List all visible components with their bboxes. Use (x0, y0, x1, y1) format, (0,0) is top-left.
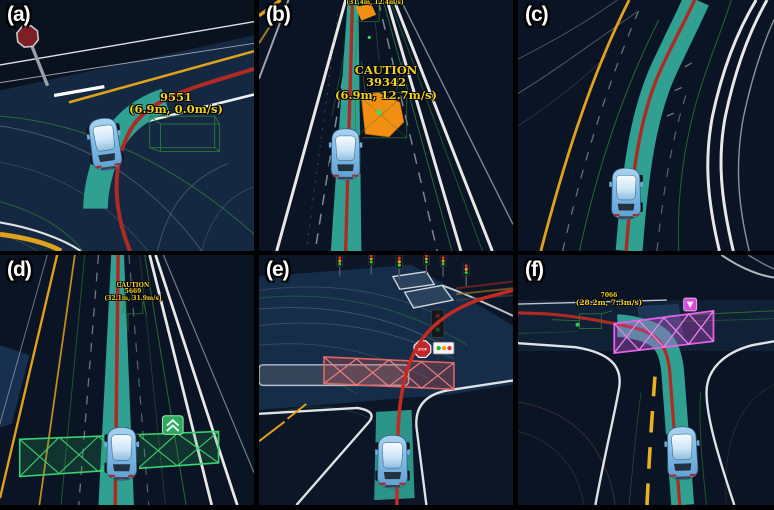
ego-car (375, 434, 410, 489)
speed-up-chevron-icon (161, 415, 184, 435)
panel-label: (e) (266, 258, 290, 281)
stop-sign-label: STOP (418, 347, 428, 351)
stop-gate-band (323, 356, 455, 391)
panel-b: (b) (31.4m, 12.4m/s) CAUTION 39342 (6.9m… (259, 0, 513, 251)
annotation-track-id: 39342 (365, 75, 406, 90)
curb-lines (518, 255, 774, 505)
annotation-caution: CAUTION (354, 63, 418, 77)
obstacle-center-dot (376, 109, 382, 115)
panel-a: (a) 9551 (6.9m, 0.0m/s) (0, 0, 254, 251)
far-obstacle (353, 3, 380, 62)
annotation-track-id: 9551 (159, 90, 192, 104)
panel-f: (f) 7066 (28.2m, 7.3m/s) (518, 255, 774, 505)
annotation-info: (6.9m, 12.7m/s) (335, 87, 437, 102)
panel-c: (c) (518, 0, 774, 251)
panel-label: (f) (525, 258, 544, 281)
annotation-info: (31.4m, 12.4m/s) (346, 0, 404, 6)
curb-lines (259, 284, 513, 505)
panel-label: (a) (7, 3, 31, 26)
lane-line-yellow (68, 49, 254, 104)
panel-e: STOP (e) (259, 255, 513, 505)
lane-lines (259, 0, 513, 251)
object-annotation: 7066 (28.2m, 7.3m/s) (557, 292, 661, 308)
annotation-info: (32.1m, 31.9m/s) (104, 294, 162, 302)
planned-path-ribbon (330, 0, 362, 251)
merge-gate-band (613, 309, 715, 355)
panel-label: (b) (266, 3, 291, 26)
tracked-object-wireframe (551, 310, 613, 329)
stop-sign-icon (16, 24, 50, 87)
annotation-info: (6.9m, 0.0m/s) (129, 102, 223, 117)
background (518, 255, 774, 505)
panel-d: (d) CAUTION 5669 (32.1m, 31.9m/s) (0, 255, 254, 505)
trajectory-line (114, 67, 254, 251)
map-guide-arcs (518, 0, 732, 251)
ego-car (663, 425, 701, 481)
panel-label: (c) (525, 3, 549, 26)
annotation-track-id: 7066 (600, 292, 618, 299)
map-guide-arcs (518, 310, 774, 505)
object-annotation: 9551 (6.9m, 0.0m/s) (115, 91, 237, 116)
annotation-info: (28.2m, 7.3m/s) (575, 298, 643, 308)
merge-point-icon (683, 297, 698, 312)
caution-annotation: CAUTION 5669 (32.1m, 31.9m/s) (83, 282, 183, 302)
caution-annotation: CAUTION 39342 (6.9m, 12.7m/s) (325, 63, 447, 102)
annotation-caution: CAUTION (116, 282, 150, 289)
map-guide-lines (60, 255, 187, 505)
ego-car (104, 426, 140, 481)
crosswalk (391, 270, 455, 309)
lane-line-yellow (539, 0, 631, 251)
trajectory-line (343, 0, 355, 251)
panel-label: (d) (7, 258, 32, 281)
ego-car (328, 128, 363, 181)
annotation-track-id: 5669 (124, 288, 142, 296)
speed-limit-wireframe (121, 298, 148, 332)
trajectory-line (395, 288, 513, 505)
center-line-yellow-dashed (645, 376, 657, 505)
far-object-annotation: (31.4m, 12.4m/s) (325, 0, 425, 6)
ego-car (609, 167, 643, 220)
tracked-object-wireframe (149, 115, 221, 153)
side-road-patch (0, 345, 30, 428)
signal-state-icon (432, 341, 455, 355)
lane-lines-white (706, 0, 774, 251)
caution-obstacle (355, 60, 408, 139)
